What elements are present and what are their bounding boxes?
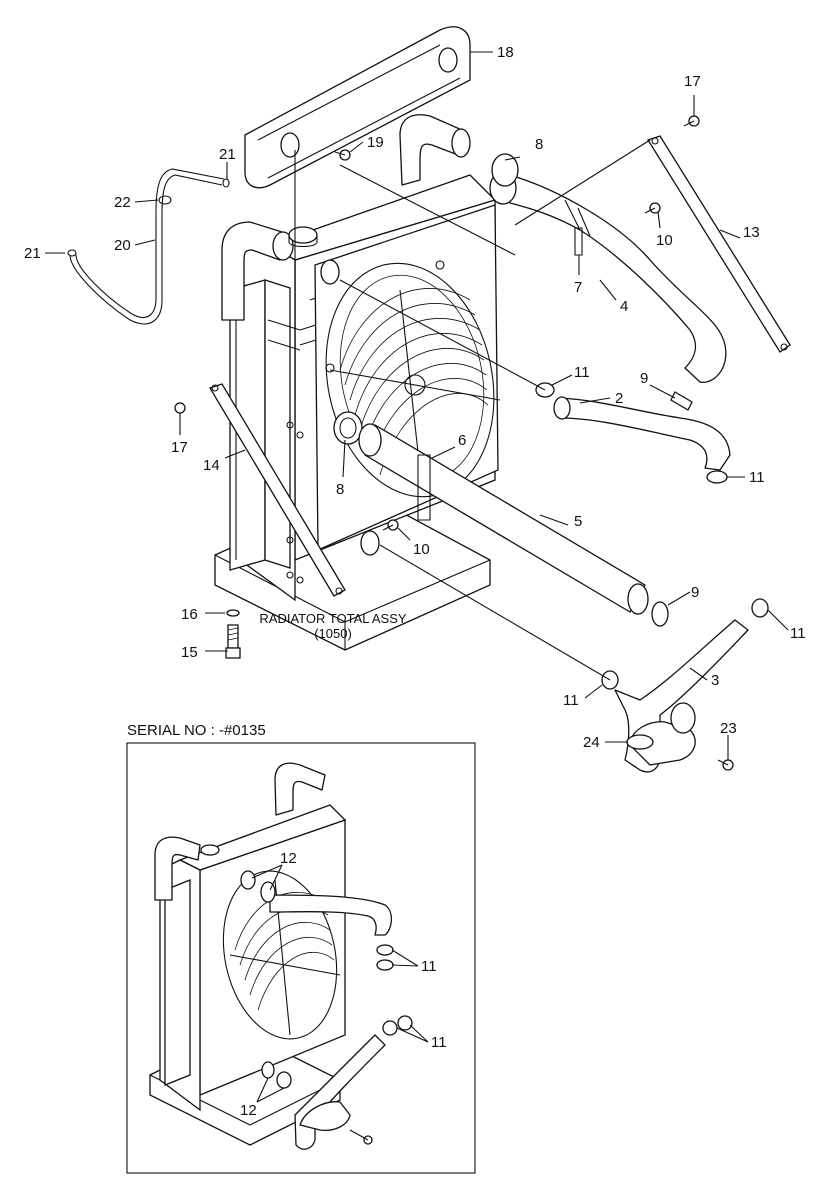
inset-callout-12-upper: 12 bbox=[280, 850, 297, 867]
callout-11-b: 11 bbox=[749, 469, 765, 486]
assembly-caption-line2: (1050) bbox=[314, 626, 352, 641]
callout-17-lower: 17 bbox=[171, 439, 188, 456]
callout-14: 14 bbox=[203, 457, 220, 474]
clamp-11-b bbox=[706, 470, 728, 484]
callout-20: 20 bbox=[114, 237, 131, 254]
clamp-21-left bbox=[67, 249, 77, 257]
hose-2 bbox=[559, 397, 731, 471]
callout-17-upper: 17 bbox=[684, 73, 701, 90]
callout-6: 6 bbox=[458, 432, 466, 449]
callout-13: 13 bbox=[743, 224, 760, 241]
clamp-8-lower bbox=[333, 411, 363, 445]
inset-serial-label: SERIAL NO : -#0135 bbox=[127, 722, 266, 739]
callout-8-lower: 8 bbox=[336, 481, 344, 498]
clamp-11-c bbox=[751, 598, 769, 618]
callout-labels: 2 3 4 5 6 7 8 8 9 9 10 10 11 11 11 11 13… bbox=[24, 44, 806, 751]
callout-15: 15 bbox=[181, 644, 198, 661]
radiator-cap bbox=[288, 226, 318, 244]
callout-11-c: 11 bbox=[790, 625, 806, 642]
bolt-17-upper bbox=[683, 115, 700, 127]
bolt-10-lower bbox=[382, 519, 399, 531]
callout-19: 19 bbox=[367, 134, 384, 151]
stay-rod-13 bbox=[647, 135, 791, 353]
callout-9-upper: 9 bbox=[640, 370, 648, 387]
inset-radiator bbox=[149, 762, 413, 1150]
callout-8-upper: 8 bbox=[535, 136, 543, 153]
radiator-assembly bbox=[214, 114, 501, 651]
callout-5: 5 bbox=[574, 513, 582, 530]
clamp-9 bbox=[651, 601, 669, 627]
bolt-10-upper bbox=[644, 202, 661, 214]
callout-11-d: 11 bbox=[563, 692, 579, 709]
clamp-21-top bbox=[222, 178, 230, 188]
callout-10-lower: 10 bbox=[413, 541, 430, 558]
bolt-17-lower bbox=[174, 402, 186, 414]
clamp-22 bbox=[158, 195, 172, 205]
inset-leader-lines bbox=[251, 864, 429, 1103]
callout-11-a: 11 bbox=[574, 364, 590, 381]
callout-4: 4 bbox=[620, 298, 628, 315]
assembly-caption-line1: RADIATOR TOTAL ASSY bbox=[259, 611, 406, 626]
callout-21-top: 21 bbox=[219, 146, 236, 163]
top-cover-18 bbox=[244, 26, 471, 189]
bolt-19 bbox=[334, 149, 351, 161]
upper-inlet-pipe bbox=[221, 221, 283, 321]
callout-18: 18 bbox=[497, 44, 514, 61]
bolt-23 bbox=[717, 759, 734, 771]
leader-lines bbox=[45, 51, 789, 760]
inset-callout-11-lower: 11 bbox=[431, 1034, 447, 1051]
inset-frame bbox=[126, 742, 476, 1174]
stay-rod-14 bbox=[209, 383, 346, 597]
inset-callout-11-upper: 11 bbox=[421, 958, 437, 975]
inset-callout-12-lower: 12 bbox=[240, 1102, 257, 1119]
bracket-7 bbox=[574, 227, 583, 256]
callout-21-left: 21 bbox=[24, 245, 41, 262]
callout-16: 16 bbox=[181, 606, 198, 623]
clamp-8-upper bbox=[491, 153, 519, 187]
callout-7: 7 bbox=[574, 279, 582, 296]
callout-24: 24 bbox=[583, 734, 600, 751]
upper-right-pipe bbox=[399, 114, 463, 186]
callout-22: 22 bbox=[114, 194, 131, 211]
callout-2: 2 bbox=[615, 390, 623, 407]
callout-3: 3 bbox=[711, 672, 719, 689]
fitting-9 bbox=[670, 391, 693, 411]
washer-16 bbox=[226, 609, 240, 617]
bracket-6 bbox=[417, 454, 431, 521]
callout-9-lower: 9 bbox=[691, 584, 699, 601]
callout-23: 23 bbox=[720, 720, 737, 737]
callout-10-upper: 10 bbox=[656, 232, 673, 249]
